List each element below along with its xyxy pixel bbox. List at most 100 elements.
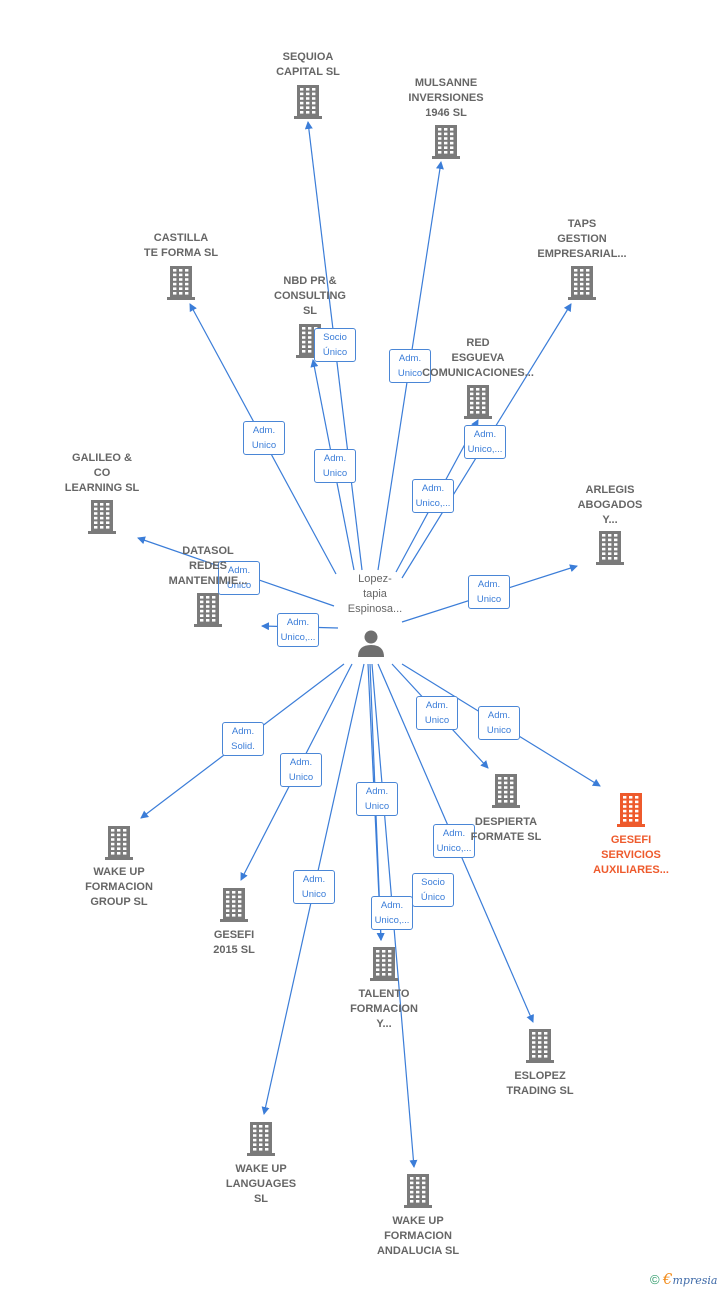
relation-label-nbd[interactable]: Adm.Unico xyxy=(314,449,356,483)
building-icon-arlegis[interactable] xyxy=(596,531,624,565)
relation-label-red[interactable]: Adm. Unico,... xyxy=(412,479,454,513)
relation-label-wakeup_lang[interactable]: Adm.Unico xyxy=(293,870,335,904)
relation-label-text: Unico xyxy=(486,725,512,736)
company-label-line: TAPS xyxy=(567,218,597,230)
relation-label-text: Adm. xyxy=(442,828,466,839)
company-label-line: REDES xyxy=(189,560,227,572)
relation-label-castilla[interactable]: Adm.Unico xyxy=(243,421,285,455)
company-label-despierta[interactable]: DESPIERTA FORMATE SL xyxy=(431,815,581,845)
company-label-line: GESEFI xyxy=(610,834,652,846)
relation-label-gesefi_serv[interactable]: Adm.Unico xyxy=(478,706,520,740)
company-label-line: SL xyxy=(253,1193,269,1205)
relation-label-text: Adm. xyxy=(286,617,310,628)
relation-label-text: Unico xyxy=(251,440,277,451)
building-icon-talento[interactable] xyxy=(370,947,398,981)
empresia-logo[interactable]: © €mpresia xyxy=(650,1270,718,1288)
company-label-line: ANDALUCIA SL xyxy=(376,1245,460,1257)
company-label-line: TALENTO xyxy=(358,988,410,1000)
company-label-line: FORMACION xyxy=(350,1003,418,1015)
company-label-line: LEARNING SL xyxy=(64,482,140,494)
relation-label-mulsanne[interactable]: Adm.Unico xyxy=(389,349,431,383)
company-label-line: SL xyxy=(302,305,318,317)
relation-label-text: Único xyxy=(322,347,348,358)
relation-label-wakeup_group[interactable]: Adm.Solid. xyxy=(222,722,264,756)
company-label-line: CAPITAL SL xyxy=(276,66,340,78)
relation-label-gesefi2015[interactable]: Adm.Unico xyxy=(280,753,322,787)
company-label-line: Y... xyxy=(602,514,618,526)
company-label-line: MULSANNE xyxy=(414,77,478,89)
building-icon-gesefi_serv[interactable] xyxy=(617,793,645,827)
building-icon-wakeup_and[interactable] xyxy=(404,1174,432,1208)
relation-label-text: Adm. xyxy=(398,353,422,364)
relation-label-text: Adm. xyxy=(421,483,445,494)
relation-label-taps[interactable]: Adm.Unico,... xyxy=(464,425,506,459)
relation-label-text: Unico xyxy=(288,772,314,783)
company-label-line: ARLEGIS xyxy=(585,484,635,496)
person-icon[interactable] xyxy=(358,630,384,658)
person-label-line: tapia xyxy=(363,588,387,600)
relation-label-arlegis[interactable]: Adm.Unico xyxy=(468,575,510,609)
company-label-line: SERVICIOS xyxy=(601,849,661,861)
building-icon-gesefi2015[interactable] xyxy=(220,888,248,922)
building-icon-mulsanne[interactable] xyxy=(432,125,460,159)
relation-label-text: Adm. xyxy=(477,579,501,590)
company-label-line: WAKE UP xyxy=(392,1215,444,1227)
company-label-line: GROUP SL xyxy=(90,896,148,908)
company-label-line: DESPIERTA xyxy=(474,816,538,828)
company-label-line: CO xyxy=(93,467,111,479)
relation-label-text: Unico,... xyxy=(415,498,451,509)
building-icon-despierta[interactable] xyxy=(492,774,520,808)
company-label-line: ESGUEVA xyxy=(451,352,505,364)
relation-label-datasol[interactable]: Adm.Unico,... xyxy=(277,613,319,647)
company-label-line: GESEFI xyxy=(213,929,255,941)
relation-label-text: Unico xyxy=(301,889,327,900)
company-label-line: GALILEO & xyxy=(72,452,132,464)
relation-label-text: Unico,... xyxy=(374,915,410,926)
building-icon-castilla[interactable] xyxy=(167,266,195,300)
relation-label-text: Solid. xyxy=(231,741,255,752)
building-icon-datasol[interactable] xyxy=(194,593,222,627)
building-icon-wakeup_group[interactable] xyxy=(105,826,133,860)
company-label-galileo[interactable]: GALILEO & CO LEARNING SL xyxy=(27,451,177,496)
company-label-line: 1946 SL xyxy=(425,107,467,119)
company-label-talento[interactable]: TALENTO FORMACION Y... xyxy=(309,987,459,1032)
relation-label-eslopez[interactable]: Adm.Unico,... xyxy=(433,824,475,858)
company-label-line: FORMATE SL xyxy=(470,831,542,843)
relation-label-talento[interactable]: Adm. Unico xyxy=(356,782,398,816)
relation-label-despierta[interactable]: Adm.Unico xyxy=(416,696,458,730)
building-icon-eslopez[interactable] xyxy=(526,1029,554,1063)
building-icon-sequioa[interactable] xyxy=(294,85,322,119)
relation-label-text: Adm. xyxy=(365,786,389,797)
building-icon-galileo[interactable] xyxy=(88,500,116,534)
company-label-line: TRADING SL xyxy=(506,1085,574,1097)
building-icon-taps[interactable] xyxy=(568,266,596,300)
relation-label-galileo[interactable]: Adm.Unico xyxy=(218,561,260,595)
relation-label-text: Unico xyxy=(364,801,390,812)
company-label-line: Y... xyxy=(376,1018,392,1030)
building-icon-red[interactable] xyxy=(464,385,492,419)
relation-label-text: Adm. xyxy=(323,453,347,464)
relation-label-talento[interactable]: Adm.Unico,... xyxy=(371,896,413,930)
company-label-line: CONSULTING xyxy=(274,290,346,302)
building-icon-wakeup_lang[interactable] xyxy=(247,1122,275,1156)
relation-label-text: Único xyxy=(420,892,446,903)
person-label-line: Lopez- xyxy=(358,573,392,585)
